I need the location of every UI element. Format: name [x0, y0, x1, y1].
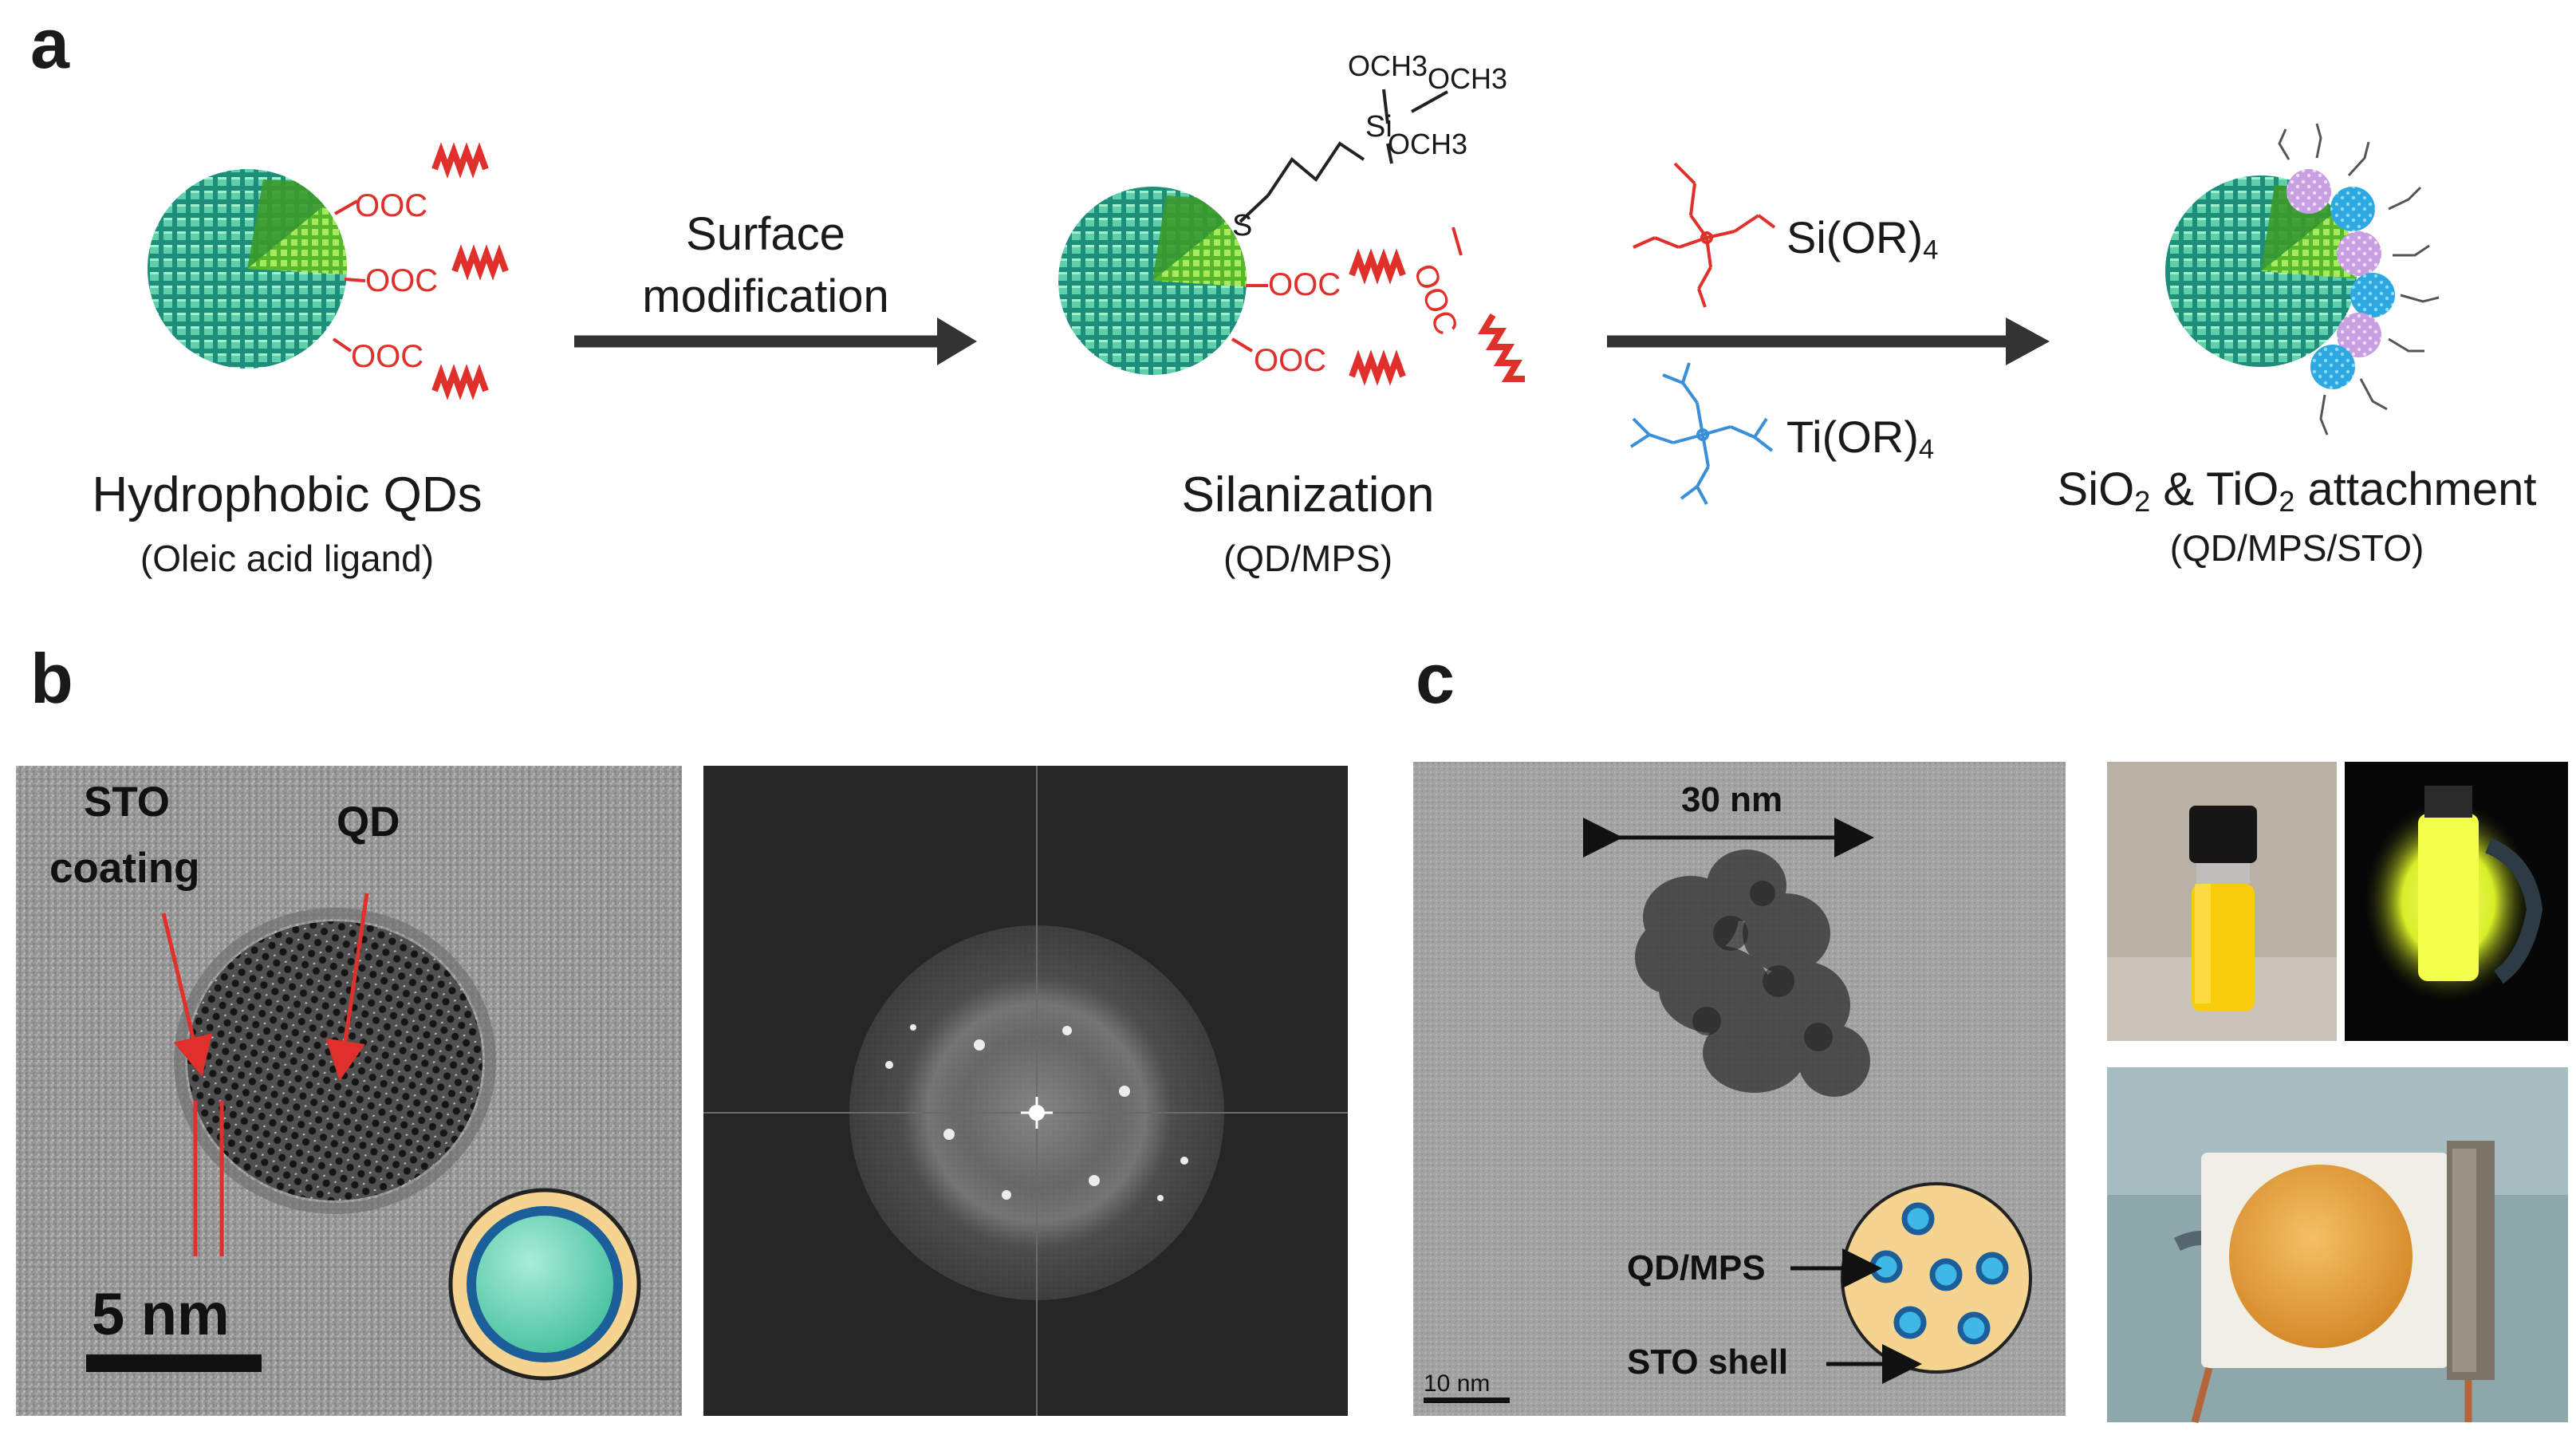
- methoxy-label: OCH3: [1428, 62, 1508, 95]
- step1-subtitle: (Oleic acid ligand): [140, 538, 435, 579]
- methoxy-label: OCH3: [1348, 49, 1428, 82]
- sto-label: STO: [84, 779, 170, 826]
- sulfur-label: S: [1232, 209, 1253, 242]
- panel-label-b: b: [30, 639, 73, 718]
- mps-chain: [1239, 89, 1448, 223]
- panel-label-c: c: [1416, 639, 1455, 718]
- scale-bar-5nm: [86, 1354, 262, 1372]
- scale-label-10nm: 10 nm: [1424, 1370, 1491, 1397]
- step3-title: SiO2 & TiO2 attachment: [2057, 463, 2537, 518]
- silanol-chains: [2278, 123, 2440, 436]
- ti-or4-label: Ti(OR)4: [1786, 412, 1935, 465]
- sto-annotation-lines: [161, 893, 369, 1256]
- ligand-label: OOC: [365, 263, 439, 298]
- qd-sphere-1: [148, 169, 347, 369]
- fft-image: [703, 766, 1348, 1416]
- led-photo: [2107, 1067, 2568, 1424]
- qd-sphere-2: [1058, 187, 1247, 375]
- methoxy-label: OCH3: [1388, 128, 1468, 160]
- ligand-label: OOC: [1254, 343, 1327, 378]
- qd-label: QD: [337, 798, 400, 846]
- scale-label-30nm: 30 nm: [1681, 780, 1783, 819]
- ti-or4-molecule: [1629, 362, 1774, 505]
- oleic-ligands-1: [332, 142, 509, 400]
- vial-photo: [2107, 762, 2337, 1041]
- tem-image: [1413, 762, 2066, 1416]
- ligand-label: OOC: [351, 339, 424, 374]
- panel-label-a: a: [30, 4, 69, 83]
- arrow1-line1: Surface: [686, 208, 845, 260]
- si-or4-label: Si(OR)4: [1786, 212, 1939, 266]
- oxide-clusters: [2286, 169, 2395, 389]
- step2-subtitle: (QD/MPS): [1223, 538, 1393, 579]
- ligand-label: OOC: [355, 188, 428, 223]
- particle-schematic: [1841, 1182, 2032, 1374]
- qdmps-label: QD/MPS: [1627, 1248, 1766, 1287]
- core-shell-inset: [448, 1188, 641, 1381]
- step3-subtitle: (QD/MPS/STO): [2169, 527, 2424, 569]
- coating-label: coating: [49, 845, 200, 892]
- scale-bar-10nm: [1424, 1398, 1510, 1403]
- ligands-2: [1231, 227, 1525, 386]
- vial-uv-photo: [2345, 762, 2568, 1041]
- si-or4-molecule: [1633, 162, 1776, 308]
- ligand-label: OOC: [1268, 267, 1341, 302]
- step2-title: Silanization: [1181, 467, 1435, 522]
- step1-title: Hydrophobic QDs: [92, 467, 483, 522]
- sto-shell-label: STO shell: [1627, 1342, 1789, 1382]
- silicon-label: Si: [1365, 110, 1392, 144]
- scale-label-5nm: 5 nm: [92, 1281, 230, 1347]
- arrow1-line2: modification: [642, 270, 889, 322]
